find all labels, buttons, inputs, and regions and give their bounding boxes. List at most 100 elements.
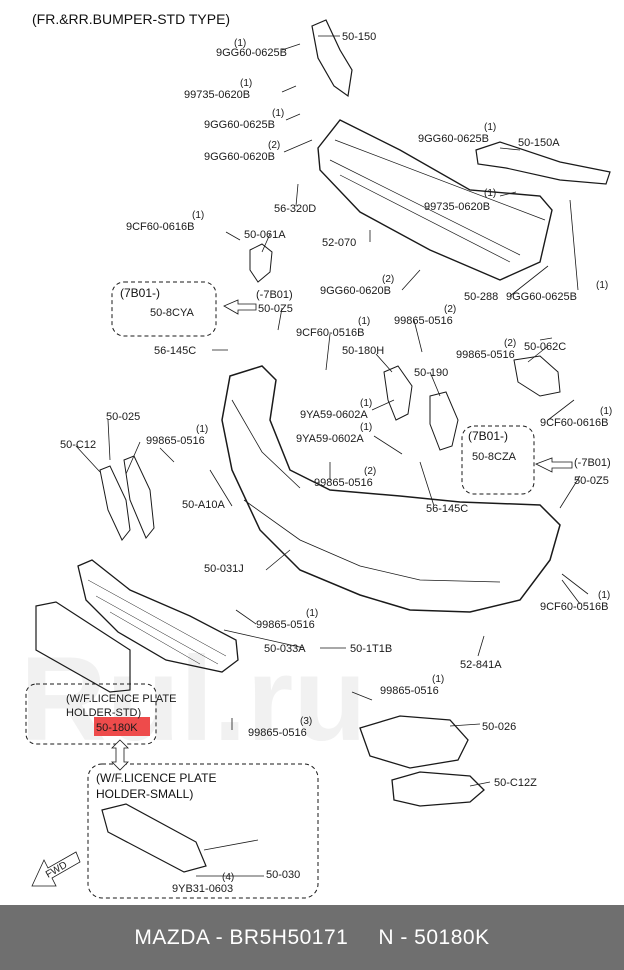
- label-50-c12: 50-C12: [60, 439, 96, 451]
- label-99865-0516: 99865-0516: [314, 477, 373, 489]
- callout-box-plate-small: [87, 763, 319, 899]
- label-50-026: 50-026: [482, 721, 516, 733]
- label-56-145c: 56-145C: [154, 345, 196, 357]
- plate-holder-std: [35, 601, 131, 693]
- callout-8cya-part: 50-8CYA: [150, 307, 194, 319]
- label-99865-0516: 99865-0516: [380, 685, 439, 697]
- footer-oem-number: N - 50180K: [378, 925, 490, 949]
- label-minus-7b01: (-7B01): [256, 289, 293, 301]
- label-50-0z5: 50-0Z5: [574, 475, 609, 487]
- bracket-50-062c: [513, 355, 561, 397]
- watermark-text: Rul.ru: [20, 632, 367, 766]
- bracket-50-150: [311, 19, 353, 98]
- label-50-150a: 50-150A: [518, 137, 560, 149]
- label-52-070: 52-070: [322, 237, 356, 249]
- qty-count: (1): [272, 108, 284, 119]
- label-9gg60-0625b: 9GG60-0625B: [204, 119, 275, 131]
- qty-count: (2): [364, 466, 376, 477]
- label-50-025: 50-025: [106, 411, 140, 423]
- bumper-cover: [221, 365, 561, 613]
- label-9cf60-0516b: 9CF60-0516B: [540, 601, 609, 613]
- label-99865-0516: 99865-0516: [394, 315, 453, 327]
- callout-plate-small-line1: (W/F.LICENCE PLATE: [96, 771, 216, 785]
- plate-holder-small: [101, 803, 207, 873]
- label-9cf60-0616b: 9CF60-0616B: [540, 417, 609, 429]
- label-99735-0620b: 99735-0620B: [184, 89, 250, 101]
- label-50-1t1b: 50-1T1B: [350, 643, 392, 655]
- qty-count: (2): [382, 274, 394, 285]
- diagram-title: (FR.&RR.BUMPER-STD TYPE): [32, 11, 230, 27]
- bracket-50-190: [429, 391, 459, 451]
- qty-count: (1): [196, 424, 208, 435]
- qty-count: (1): [358, 316, 370, 327]
- label-50-031j: 50-031J: [204, 563, 244, 575]
- label-50-061a: 50-061A: [244, 229, 286, 241]
- bracket-50-061a: [249, 243, 273, 283]
- label-50-288: 50-288: [464, 291, 498, 303]
- label-50-190: 50-190: [414, 367, 448, 379]
- parts-diagram: Rul.ru (FR.&RR.BUMPER-STD TYPE): [20, 11, 612, 899]
- label-50-a10a: 50-A10A: [182, 499, 225, 511]
- label-50-062c: 50-062C: [524, 341, 566, 353]
- qty-count: (2): [444, 304, 456, 315]
- label-9cf60-0616b: 9CF60-0616B: [126, 221, 195, 233]
- fwd-arrow: [31, 851, 81, 887]
- label-9gg60-0625b: 9GG60-0625B: [216, 47, 287, 59]
- qty-count: (1): [484, 188, 496, 199]
- arrow-8cya: [223, 299, 257, 315]
- qty-count: (2): [268, 140, 280, 151]
- label-9gg60-0625b: 9GG60-0625B: [506, 291, 577, 303]
- grille: [77, 559, 239, 673]
- qty-count: (1): [598, 590, 610, 601]
- label-52-841a: 52-841A: [460, 659, 502, 671]
- fwd-label: FWD: [44, 860, 69, 881]
- label-50-033a: 50-033A: [264, 643, 306, 655]
- label-9ya59-0602a: 9YA59-0602A: [300, 409, 368, 421]
- label-99865-0516: 99865-0516: [146, 435, 205, 447]
- callout-plate-std-line2: HOLDER-STD): [66, 707, 141, 719]
- qty-count: (1): [360, 422, 372, 433]
- arrow-8cza: [535, 457, 573, 473]
- qty-count: (1): [240, 78, 252, 89]
- footer-bar: MAZDA - BR5H50171 N - 50180K: [0, 905, 624, 970]
- label-56-320d: 56-320D: [274, 203, 316, 215]
- label-50-180h: 50-180H: [342, 345, 384, 357]
- label-50-150: 50-150: [342, 31, 376, 43]
- label-9cf60-0516b: 9CF60-0516B: [296, 327, 365, 339]
- callout-8cza-part: 50-8CZA: [472, 451, 517, 463]
- highlight-50-180k: [94, 717, 150, 736]
- label-9yb31-0603: 9YB31-0603: [172, 883, 233, 895]
- qty-count: (1): [600, 406, 612, 417]
- label-9gg60-0620b: 9GG60-0620B: [204, 151, 275, 163]
- label-56-145c: 56-145C: [426, 503, 468, 515]
- qty-count: (1): [596, 280, 608, 291]
- callout-box-8cza: [461, 425, 535, 495]
- callout-8cya-title: (7B01-): [120, 286, 160, 300]
- qty-count: (1): [192, 210, 204, 221]
- callout-plate-std-line1: (W/F.LICENCE PLATE: [66, 693, 176, 705]
- label-99865-0516: 99865-0516: [256, 619, 315, 631]
- fog-lamp-bezel: [359, 715, 469, 769]
- qty-count: (1): [306, 608, 318, 619]
- label-minus-7b01: (-7B01): [574, 457, 611, 469]
- qty-count: (1): [432, 674, 444, 685]
- label-9gg60-0620b: 9GG60-0620B: [320, 285, 391, 297]
- label-50-030: 50-030: [266, 869, 300, 881]
- label-99865-0516: 99865-0516: [248, 727, 307, 739]
- label-99735-0620b: 99735-0620B: [424, 201, 490, 213]
- label-99865-0516: 99865-0516: [456, 349, 515, 361]
- qty-count: (2): [504, 338, 516, 349]
- bumper-reinforcement: [317, 119, 553, 281]
- label-9gg60-0625b: 9GG60-0625B: [418, 133, 489, 145]
- qty-count: (1): [484, 122, 496, 133]
- qty-count: (4): [222, 872, 234, 883]
- fog-lamp-cover: [391, 771, 485, 807]
- swap-arrow: [111, 739, 129, 771]
- callout-8cza-title: (7B01-): [468, 429, 508, 443]
- bracket-50-150a: [475, 141, 611, 185]
- qty-count: (3): [300, 716, 312, 727]
- label-50-c12z: 50-C12Z: [494, 777, 537, 789]
- qty-count: (1): [234, 38, 246, 49]
- qty-count: (1): [360, 398, 372, 409]
- label-50-180k: 50-180K: [96, 722, 138, 734]
